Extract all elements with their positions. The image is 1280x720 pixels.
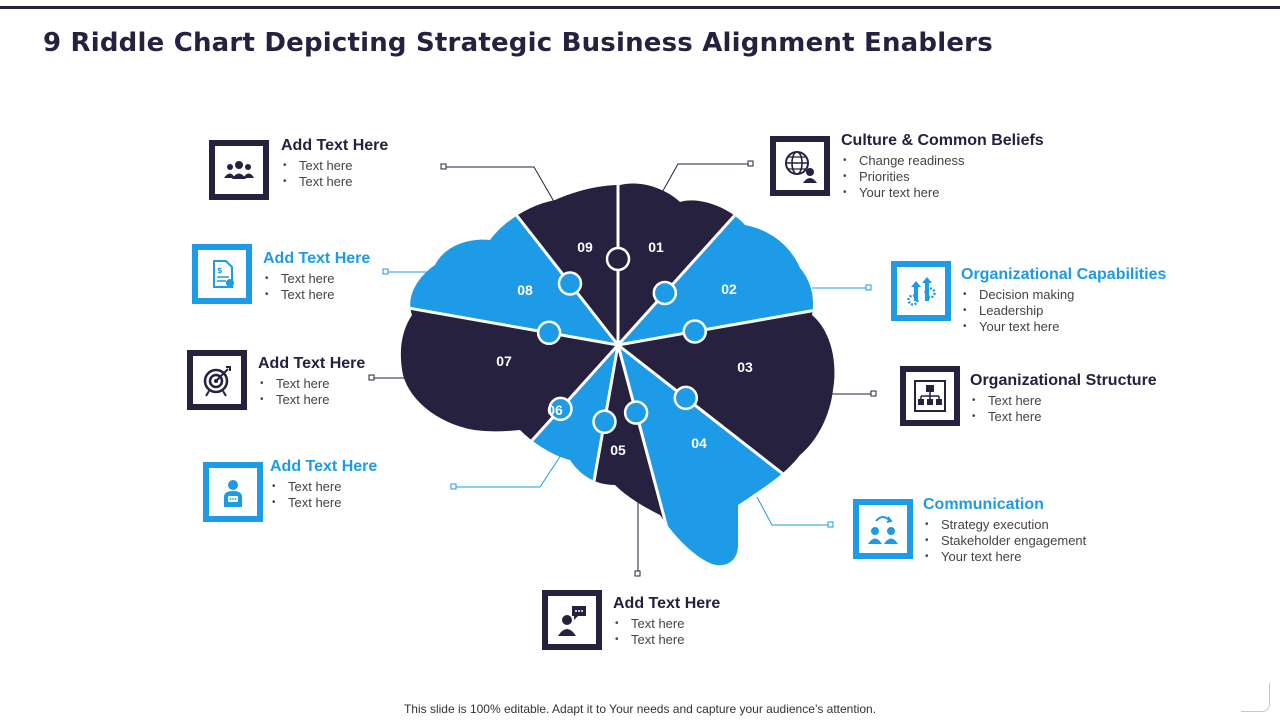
puzzle-separator [400,286,619,347]
icon-box-leftupper: $ [192,244,252,304]
puzzle-number-03: 03 [737,359,753,375]
callout-item: Text here [258,392,365,408]
svg-text:$: $ [217,266,223,275]
puzzle-piece-01 [618,183,835,345]
callout-item: Your text here [961,319,1166,335]
callout-item: Text here [263,271,370,287]
connector-leftlower [454,451,564,488]
puzzle-knob [673,385,699,411]
puzzle-knob [548,396,573,422]
connector-bottom-end [634,570,641,577]
connector-communication-end [827,521,834,528]
callout-item: Text here [270,479,377,495]
puzzle-knob [605,246,631,272]
puzzle-knob [592,409,617,435]
puzzle-knob [652,280,678,306]
connector-capabilities-end [865,284,872,291]
puzzle-number-04: 04 [691,435,707,451]
puzzle-number-06: 06 [547,402,563,418]
growth-gears-icon [907,277,936,306]
callout-item: Text here [263,287,370,303]
callout-item: Text here [281,174,388,190]
callout-item: Change readiness [841,153,1044,169]
callout-title: Add Text Here [613,595,721,612]
callout-item: Decision making [961,287,1166,303]
team-icon [224,161,254,179]
puzzle-numbers: 01 02 03 04 05 06 07 08 09 [496,239,753,458]
callout-title: Organizational Capabilities [961,266,1167,283]
callout-item: Text here [270,495,377,511]
puzzle-number-02: 02 [721,281,737,297]
icon-box-structure [900,366,960,426]
callout-item: Text here [970,409,1157,425]
slide-title: 9 Riddle Chart Depicting Strategic Busin… [43,28,993,58]
people-exchange-icon [868,516,898,544]
icon-box-leftmid [187,350,247,410]
chat-person-icon [558,606,586,636]
connector-structure-end [870,390,877,397]
callout-item: Priorities [841,169,1044,185]
puzzle-knob [557,271,583,296]
org-chart-icon [914,380,946,412]
connector-leftmid-end [368,374,375,381]
connector-topleft [444,166,561,213]
document-dollar-icon: $ [213,260,234,288]
callout-title: Add Text Here [263,250,371,267]
puzzle-knobs [536,246,708,435]
callout-item: Stakeholder engagement [923,533,1086,549]
callout-item: Your text here [841,185,1044,201]
page-corner-mark [1241,683,1270,712]
puzzle-number-01: 01 [648,239,664,255]
footer-note: This slide is 100% editable. Adapt it to… [403,702,877,716]
callout-item: Text here [613,616,720,632]
puzzle-knob [682,319,708,344]
puzzle-piece-03 [618,287,835,549]
icon-box-culture [770,136,830,196]
puzzle-separator [616,183,835,347]
puzzle-number-05: 05 [610,442,626,458]
connector-lines [368,160,877,577]
connector-culture-end [747,160,754,167]
target-icon [203,366,231,397]
puzzle-separators [400,183,835,566]
callout-item: Text here [258,376,365,392]
globe-user-icon [785,151,817,183]
callout-title: Organizational Structure [970,372,1157,389]
callout-title: Add Text Here [270,458,378,475]
icon-box-capabilities [891,261,951,321]
connector-topleft-end [440,163,447,170]
puzzle-number-08: 08 [517,282,533,298]
puzzle-knob [623,400,649,425]
callout-title: Communication [923,496,1044,513]
callout-item: Leadership [961,303,1166,319]
top-rule [0,6,1280,9]
puzzle-separator [617,286,835,347]
callout-item: Text here [281,158,388,174]
callout-item: Text here [613,632,720,648]
icon-box-communication [853,499,913,559]
connector-culture [659,163,751,197]
icon-box-bottom [542,590,602,650]
businessman-icon [224,480,242,507]
callout-title: Add Text Here [258,355,366,372]
callout-item: Your text here [923,549,1086,565]
icon-box-topleft [209,140,269,200]
puzzle-separator [617,343,835,550]
icon-box-leftlower [203,462,263,522]
puzzle-knob [536,320,562,346]
puzzle-separator [616,344,705,566]
callout-item: Strategy execution [923,517,1086,533]
puzzle-piece-09 [414,183,618,345]
callout-item: Text here [970,393,1157,409]
connector-leftlower-end [450,483,457,490]
callout-title: Culture & Common Beliefs [841,132,1044,149]
puzzle-number-07: 07 [496,353,512,369]
callout-title: Add Text Here [281,137,389,154]
puzzle-number-09: 09 [577,239,593,255]
connector-communication [756,496,831,526]
connector-leftupper-end [382,268,389,275]
